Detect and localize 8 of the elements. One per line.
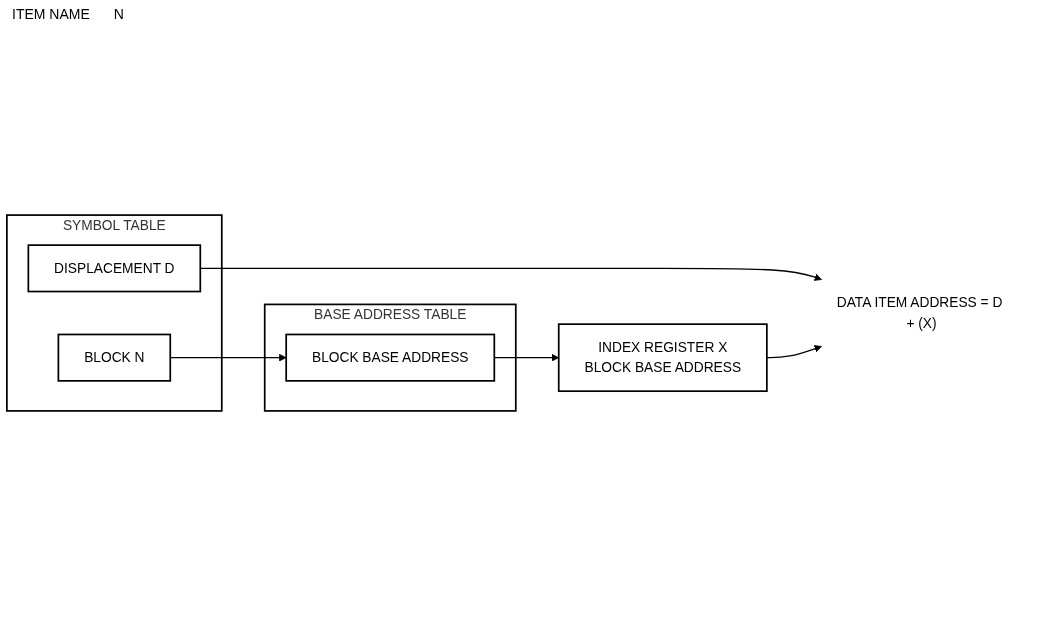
note-label: N <box>113 6 124 22</box>
note-label: ITEM NAME <box>12 6 90 22</box>
node-box: DISPLACEMENT D <box>27 244 202 293</box>
node-box: BLOCK BASE ADDRESS <box>285 333 496 382</box>
node-box: INDEX REGISTER X BLOCK BASE ADDRESS <box>557 323 768 393</box>
node-text: DATA ITEM ADDRESS = D + (X) <box>836 294 1003 331</box>
arrow <box>766 345 822 359</box>
node-box: BLOCK N <box>57 333 172 382</box>
